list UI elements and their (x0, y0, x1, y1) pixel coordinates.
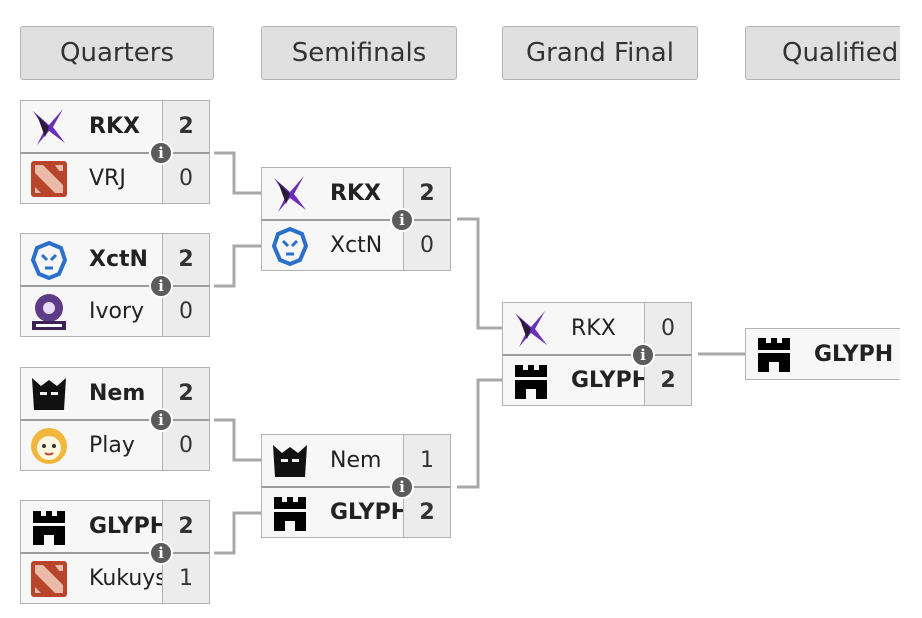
team-score: 2 (162, 101, 209, 152)
round-header-semifinals: Semifinals (261, 26, 457, 80)
team-slot-top[interactable]: RKX 2 (261, 167, 451, 219)
team-name: Ivory (89, 299, 145, 324)
team-name: RKX (571, 316, 616, 341)
team-score: 0 (403, 221, 450, 270)
match-info-icon[interactable]: i (149, 541, 173, 565)
team-name: GLYPH (330, 500, 403, 525)
match-info-icon[interactable]: i (149, 141, 173, 165)
connector-qf2-sf1 (214, 244, 262, 288)
team-slot-top[interactable]: XctN 2 (20, 233, 210, 285)
team-score: 0 (644, 303, 691, 354)
connector-sf2-gf (457, 378, 503, 489)
glyph-logo-icon (266, 489, 314, 537)
team-score: 0 (162, 421, 209, 470)
team-score: 2 (162, 501, 209, 552)
match-info-icon[interactable]: i (631, 343, 655, 367)
team-slot-top[interactable]: Nem 1 (261, 434, 451, 486)
team-score: 2 (403, 488, 450, 537)
team-score: 2 (644, 356, 691, 405)
xctn-logo-icon (266, 222, 314, 270)
match-info-icon[interactable]: i (149, 274, 173, 298)
rkx-logo-icon (25, 103, 73, 151)
glyph-logo-icon (25, 503, 73, 551)
match-info-icon[interactable]: i (390, 475, 414, 499)
team-slot-bottom[interactable]: XctN 0 (261, 219, 451, 271)
team-score: 0 (162, 154, 209, 203)
glyph-logo-icon (750, 330, 798, 378)
nem-logo-icon (266, 437, 314, 485)
team-name: Kukuys (89, 566, 162, 591)
team-score: 0 (162, 287, 209, 336)
connector-qf4-sf2 (214, 511, 262, 555)
connector-qf3-sf2 (214, 418, 262, 462)
team-score: 2 (403, 168, 450, 219)
team-score: 1 (162, 554, 209, 603)
team-name: Nem (330, 448, 382, 473)
team-slot-bottom[interactable]: VRJ 0 (20, 152, 210, 204)
team-name: Nem (89, 381, 146, 406)
round-header-quarters: Quarters (20, 26, 214, 80)
team-name: GLYPH (571, 368, 644, 393)
match-info-icon[interactable]: i (390, 208, 414, 232)
team-name: RKX (89, 114, 140, 139)
team-slot-top[interactable]: Nem 2 (20, 367, 210, 419)
match-info-icon[interactable]: i (149, 408, 173, 432)
qualified-team-name: GLYPH (814, 341, 894, 367)
team-name: GLYPH (89, 514, 162, 539)
team-slot-top[interactable]: RKX 0 (502, 302, 692, 354)
team-score: 1 (403, 435, 450, 486)
dota-logo-icon (25, 555, 73, 603)
connector-sf1-gf (457, 217, 503, 330)
connector-qf1-sf1 (214, 151, 262, 195)
team-name: RKX (330, 181, 381, 206)
rkx-logo-icon (266, 170, 314, 218)
qualified-team[interactable]: GLYPH (745, 328, 900, 380)
team-name: Play (89, 433, 135, 458)
play-logo-icon (25, 422, 73, 470)
team-name: VRJ (89, 166, 126, 191)
team-slot-bottom[interactable]: Ivory 0 (20, 285, 210, 337)
team-name: XctN (330, 233, 383, 258)
team-score: 2 (162, 368, 209, 419)
round-header-grand-final: Grand Final (502, 26, 698, 80)
ivory-logo-icon (25, 288, 73, 336)
team-score: 2 (162, 234, 209, 285)
team-slot-bottom[interactable]: Play 0 (20, 419, 210, 471)
glyph-logo-icon (507, 357, 555, 405)
round-header-qualified: Qualified (745, 26, 900, 80)
dota-logo-icon (25, 155, 73, 203)
xctn-logo-icon (25, 236, 73, 284)
nem-logo-icon (25, 370, 73, 418)
team-slot-top[interactable]: RKX 2 (20, 100, 210, 152)
team-name: XctN (89, 247, 148, 272)
rkx-logo-icon (507, 305, 555, 353)
